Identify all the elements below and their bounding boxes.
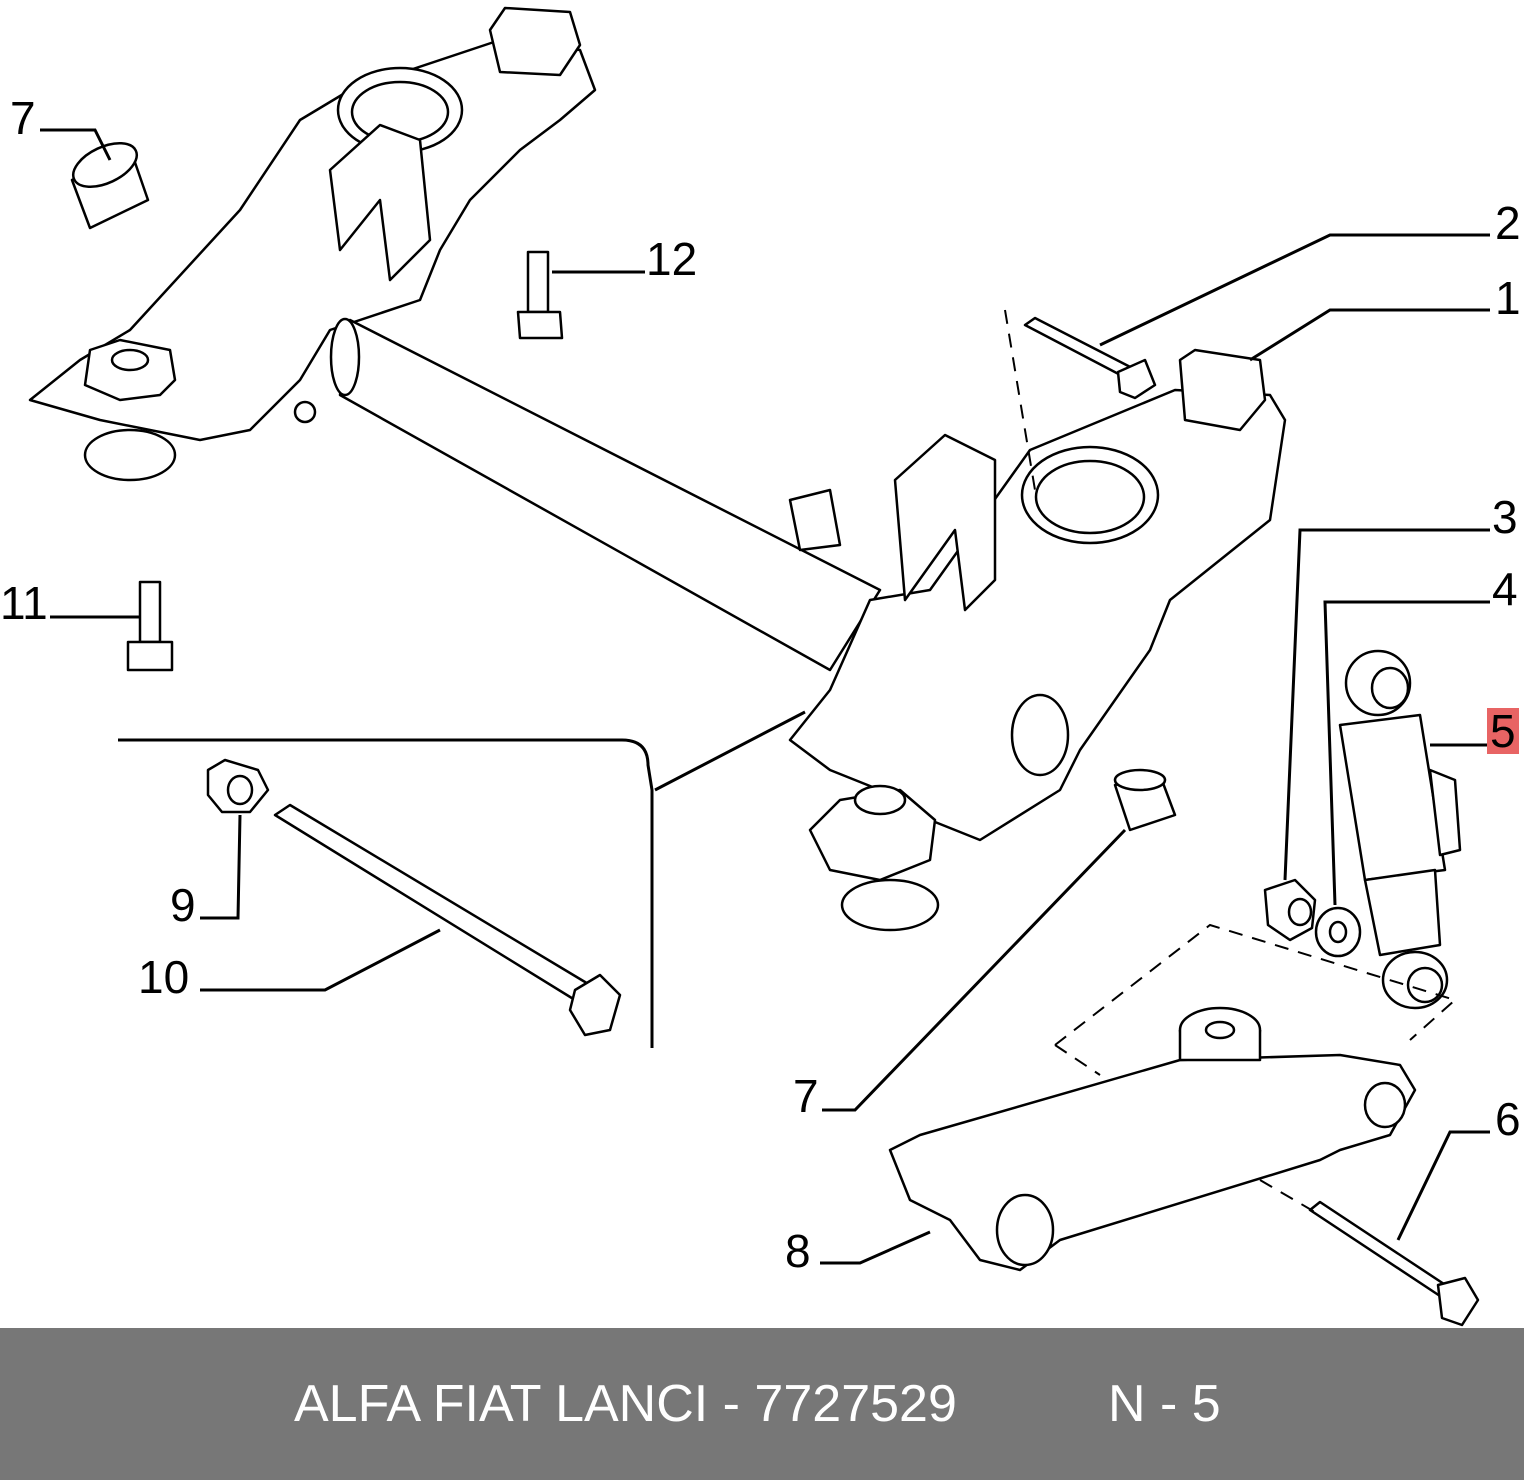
part-number-title: ALFA FIAT LANCI - 7727529 <box>294 1375 957 1433</box>
diagram-canvas <box>28 6 1490 1327</box>
callout-5-highlighted: 5 <box>1487 708 1519 754</box>
callout-6: 6 <box>1495 1093 1521 1145</box>
callout-9: 9 <box>170 879 196 931</box>
shock-absorber-5 <box>1338 649 1462 1010</box>
cross-tube <box>329 317 882 672</box>
nut-3 <box>1263 878 1317 942</box>
callout-10: 10 <box>138 951 190 1003</box>
callout-1: 1 <box>1495 272 1521 324</box>
trailing-arm-8 <box>888 1006 1417 1272</box>
group-frame-line <box>118 738 654 1048</box>
callout-2: 2 <box>1495 197 1521 249</box>
callout-7-top: 7 <box>10 92 36 144</box>
footer-bar: ALFA FIAT LANCI - 7727529 N - 5 <box>0 1328 1524 1480</box>
position-number: N - 5 <box>1108 1375 1221 1433</box>
leader-lines <box>40 128 1490 1265</box>
exploded-parts-diagram <box>28 6 1490 1327</box>
bolt-12 <box>516 250 564 340</box>
group-frame-link <box>654 710 806 792</box>
washer-4 <box>1314 906 1362 958</box>
callout-3: 3 <box>1492 491 1518 543</box>
bolt-10 <box>273 803 622 1037</box>
bush-7-top <box>70 142 150 230</box>
callout-8: 8 <box>785 1225 811 1277</box>
assembly-dashes <box>1004 309 1457 1216</box>
bush-7-lower <box>1113 768 1177 832</box>
callout-7-lower: 7 <box>793 1070 819 1122</box>
nut-9 <box>206 758 270 814</box>
callout-4: 4 <box>1492 563 1518 615</box>
bolt-2 <box>1023 316 1157 400</box>
bolt-11 <box>126 580 174 672</box>
right-bracket <box>788 348 1287 932</box>
callout-11: 11 <box>0 577 48 629</box>
bolt-6 <box>1308 1200 1480 1327</box>
left-bracket <box>28 6 597 482</box>
callout-12: 12 <box>646 233 698 285</box>
